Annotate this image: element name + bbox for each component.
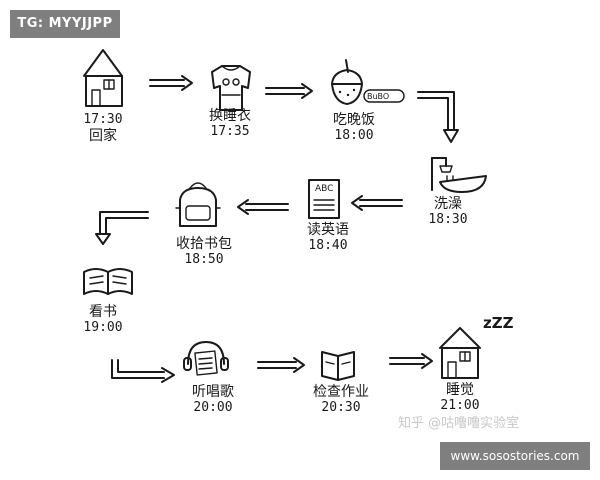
arrow-7-8	[111, 359, 175, 383]
rice-bowl-icon	[331, 59, 405, 105]
arrow-3-4	[417, 91, 459, 143]
sleeping-house-icon	[439, 327, 481, 379]
zhihu-watermark: 知乎 @咕噜噜实验室	[398, 416, 520, 431]
house-icon	[83, 49, 123, 107]
bathtub-icon	[431, 157, 487, 193]
arrow-8-9	[257, 357, 305, 373]
step-9: 检查作业 20:30	[306, 384, 376, 416]
arrow-9-10	[389, 353, 433, 369]
step-3: 吃晚饭 18:00	[322, 112, 386, 144]
step-2-time: 17:35	[210, 124, 250, 139]
step-1: 17:30 回家	[76, 112, 130, 144]
step-6-label: 收拾书包	[176, 236, 232, 252]
step-10-time: 21:00	[440, 398, 480, 413]
headphones-icon	[183, 341, 229, 376]
step-4: 洗澡 18:30	[420, 196, 476, 228]
homework-icon	[321, 351, 355, 381]
english-book-title: ABC	[315, 184, 334, 194]
arrow-1-2	[149, 75, 193, 91]
step-4-label: 洗澡	[434, 196, 462, 212]
dinner-badge-text: BuBO	[367, 92, 390, 101]
step-7: 看书 19:00	[76, 304, 130, 336]
step-5: 读英语 18:40	[296, 222, 360, 254]
site-watermark-badge: www.sosostories.com	[440, 442, 590, 470]
step-9-label: 检查作业	[313, 384, 369, 400]
step-7-label: 看书	[89, 304, 117, 320]
step-2: 换睡衣 17:35	[198, 108, 262, 140]
sleep-z-icon: zZZ	[483, 314, 514, 332]
arrow-4-5	[351, 195, 403, 211]
step-1-label: 回家	[89, 128, 117, 144]
step-6-time: 18:50	[184, 252, 224, 267]
open-book-icon	[83, 268, 133, 295]
step-3-time: 18:00	[334, 128, 374, 143]
step-3-label: 吃晚饭	[333, 112, 375, 128]
tg-watermark-badge: TG: MYYJJPP	[10, 10, 120, 38]
step-5-label: 读英语	[307, 222, 349, 238]
step-8: 听唱歌 20:00	[178, 384, 248, 416]
step-6: 收拾书包 18:50	[166, 236, 242, 268]
step-8-label: 听唱歌	[192, 384, 234, 400]
english-book-icon	[308, 179, 340, 219]
step-9-time: 20:30	[321, 400, 361, 415]
step-7-time: 19:00	[83, 320, 123, 335]
step-1-time: 17:30	[83, 112, 123, 127]
arrow-5-6	[237, 199, 289, 215]
sweater-icon	[211, 65, 251, 111]
step-5-time: 18:40	[308, 238, 348, 253]
step-4-time: 18:30	[428, 212, 468, 227]
step-2-label: 换睡衣	[209, 108, 251, 124]
step-8-time: 20:00	[193, 400, 233, 415]
step-10: 睡觉 21:00	[432, 382, 488, 414]
arrow-6-7	[95, 211, 149, 245]
arrow-2-3	[265, 83, 313, 99]
step-10-label: 睡觉	[446, 382, 474, 398]
backpack-icon	[175, 182, 221, 227]
